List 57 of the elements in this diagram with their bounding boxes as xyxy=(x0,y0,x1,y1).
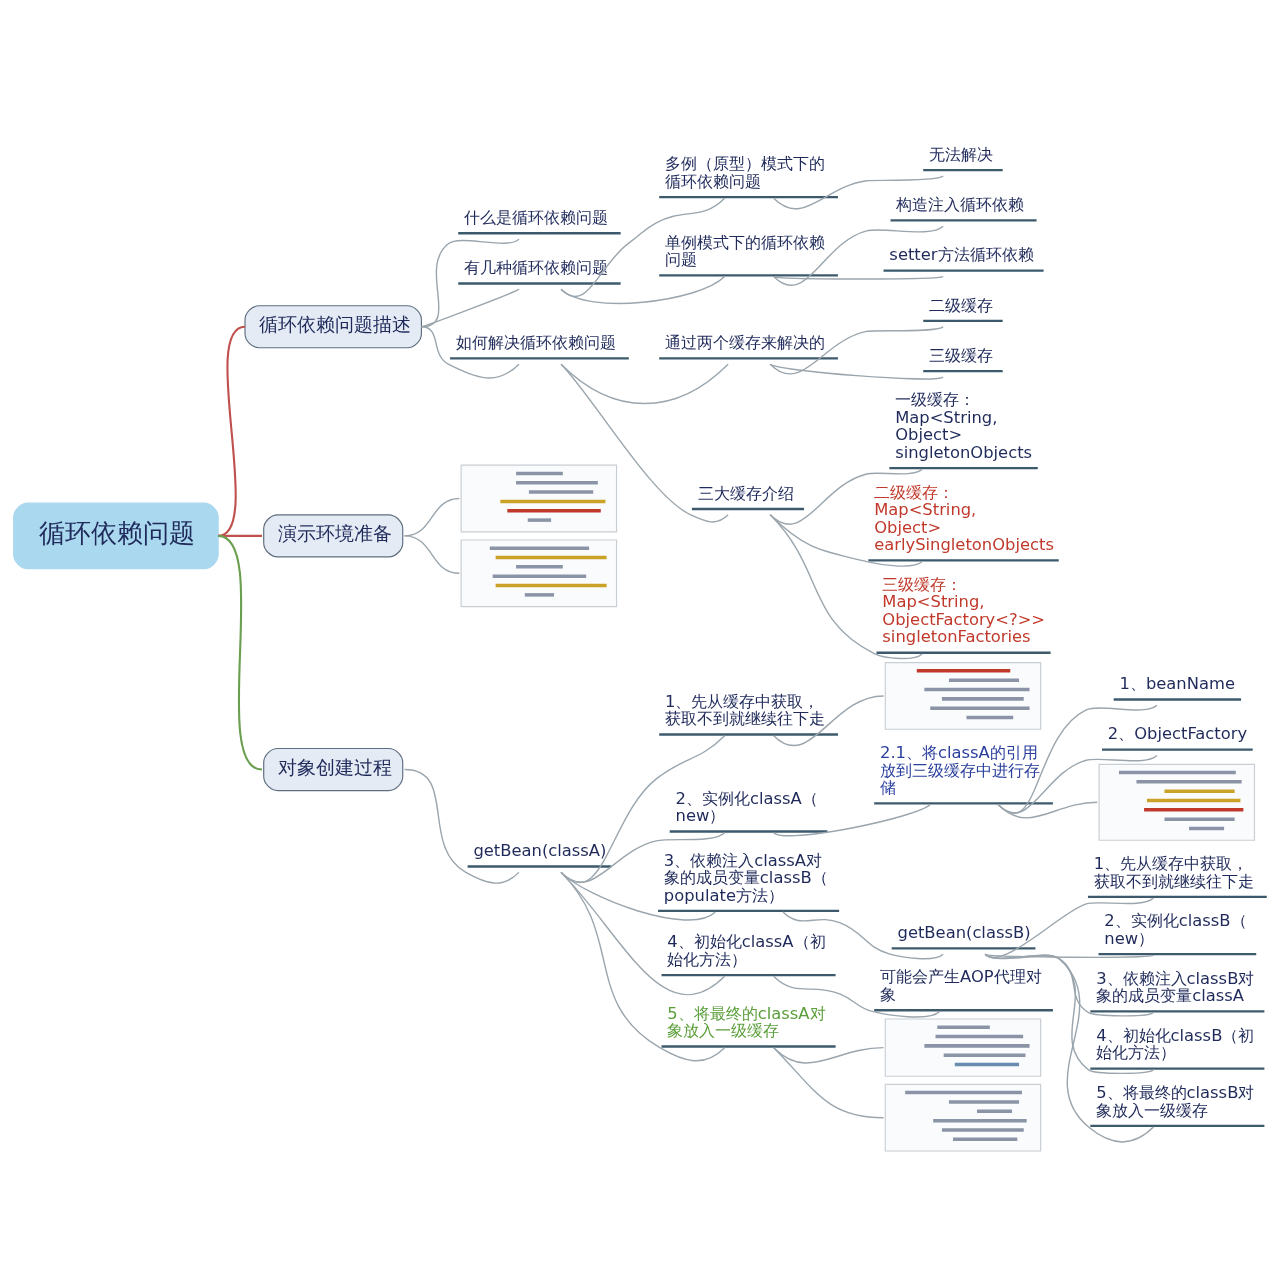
node-text: 4、初始化classB（初始化方法） xyxy=(1095,1025,1254,1062)
node-text: 三大缓存介绍 xyxy=(697,483,794,503)
node-text: 二级缓存 xyxy=(928,295,993,315)
node-text: 2、实例化classB（new） xyxy=(1103,910,1247,948)
node-text: getBean(classA) xyxy=(472,840,606,860)
node-text: 有几种循环依赖问题 xyxy=(463,257,608,277)
connector xyxy=(772,275,944,280)
connector xyxy=(769,362,944,380)
connector xyxy=(420,288,520,327)
connector xyxy=(420,237,520,327)
node-text: 可能会产生AOP代理对象 xyxy=(879,966,1042,1004)
node-text: 构造注入循环依赖 xyxy=(895,194,1024,214)
node-text: getBean(classB) xyxy=(897,922,1031,942)
connector xyxy=(769,325,944,374)
connector xyxy=(559,871,725,1061)
connector xyxy=(772,174,944,209)
node-box: 循环依赖问题 xyxy=(12,502,219,569)
node-text: 无法解决 xyxy=(928,144,993,164)
node-text: 3、依赖注入classB对象的成员变量classA xyxy=(1095,968,1254,1005)
connector xyxy=(772,975,940,1018)
node-text: 三级缓存 xyxy=(928,345,993,365)
node-box: 演示环境准备 xyxy=(262,513,403,557)
node-text: 三级缓存：Map<String, ObjectFactory<?>> singletonFactories xyxy=(881,574,1045,646)
node-text: 3、依赖注入classA对象的成员变量classB（populate方法） xyxy=(663,850,828,905)
node-text: 单例模式下的循环依赖问题 xyxy=(664,232,825,269)
node-text: 1、先从缓存中获取，获取不到就继续往下走 xyxy=(664,691,825,728)
node-text: 5、将最终的classA对象放入一级缓存 xyxy=(666,1003,826,1040)
node-text: 什么是循环依赖问题 xyxy=(463,207,608,227)
node-text: 多例（原型）模式下的循环依赖问题 xyxy=(664,153,825,191)
connector xyxy=(983,952,1154,1142)
node-text: 1、beanName xyxy=(1119,673,1235,693)
connector xyxy=(403,534,460,574)
node-box: 循环依赖问题描述 xyxy=(243,304,422,348)
node-text: 一级缓存：Map<String, Object> singletonObjects xyxy=(894,389,1032,462)
connector xyxy=(217,534,262,771)
node-text: 1、先从缓存中获取，获取不到就继续往下走 xyxy=(1093,853,1254,891)
connector xyxy=(769,513,923,659)
connector xyxy=(403,768,520,884)
node-text: 2.1、将classA的引用放到三级缓存中进行存储 xyxy=(879,742,1040,797)
connector xyxy=(772,225,944,286)
connector xyxy=(772,694,884,746)
connector xyxy=(420,325,520,379)
connector xyxy=(772,803,931,836)
connector xyxy=(559,362,729,523)
connector xyxy=(781,910,944,959)
connector xyxy=(559,275,725,304)
node-text: setter方法循环依赖 xyxy=(888,244,1034,264)
node-text: 通过两个缓存来解决的 xyxy=(664,332,825,352)
node-text: 4、初始化classA（初始化方法） xyxy=(666,931,826,969)
node-text: 2、实例化classA（new） xyxy=(675,788,818,825)
node-text: 二级缓存：Map<String, Object> earlySingletonObjects xyxy=(873,482,1054,554)
node-text: 5、将最终的classB对象放入一级缓存 xyxy=(1095,1082,1254,1120)
node-box: 对象创建过程 xyxy=(262,747,403,791)
connector xyxy=(996,801,1098,819)
node-text: 如何解决循环依赖问题 xyxy=(455,332,616,352)
connector xyxy=(772,1046,884,1118)
node-text: 2、ObjectFactory xyxy=(1107,723,1247,743)
